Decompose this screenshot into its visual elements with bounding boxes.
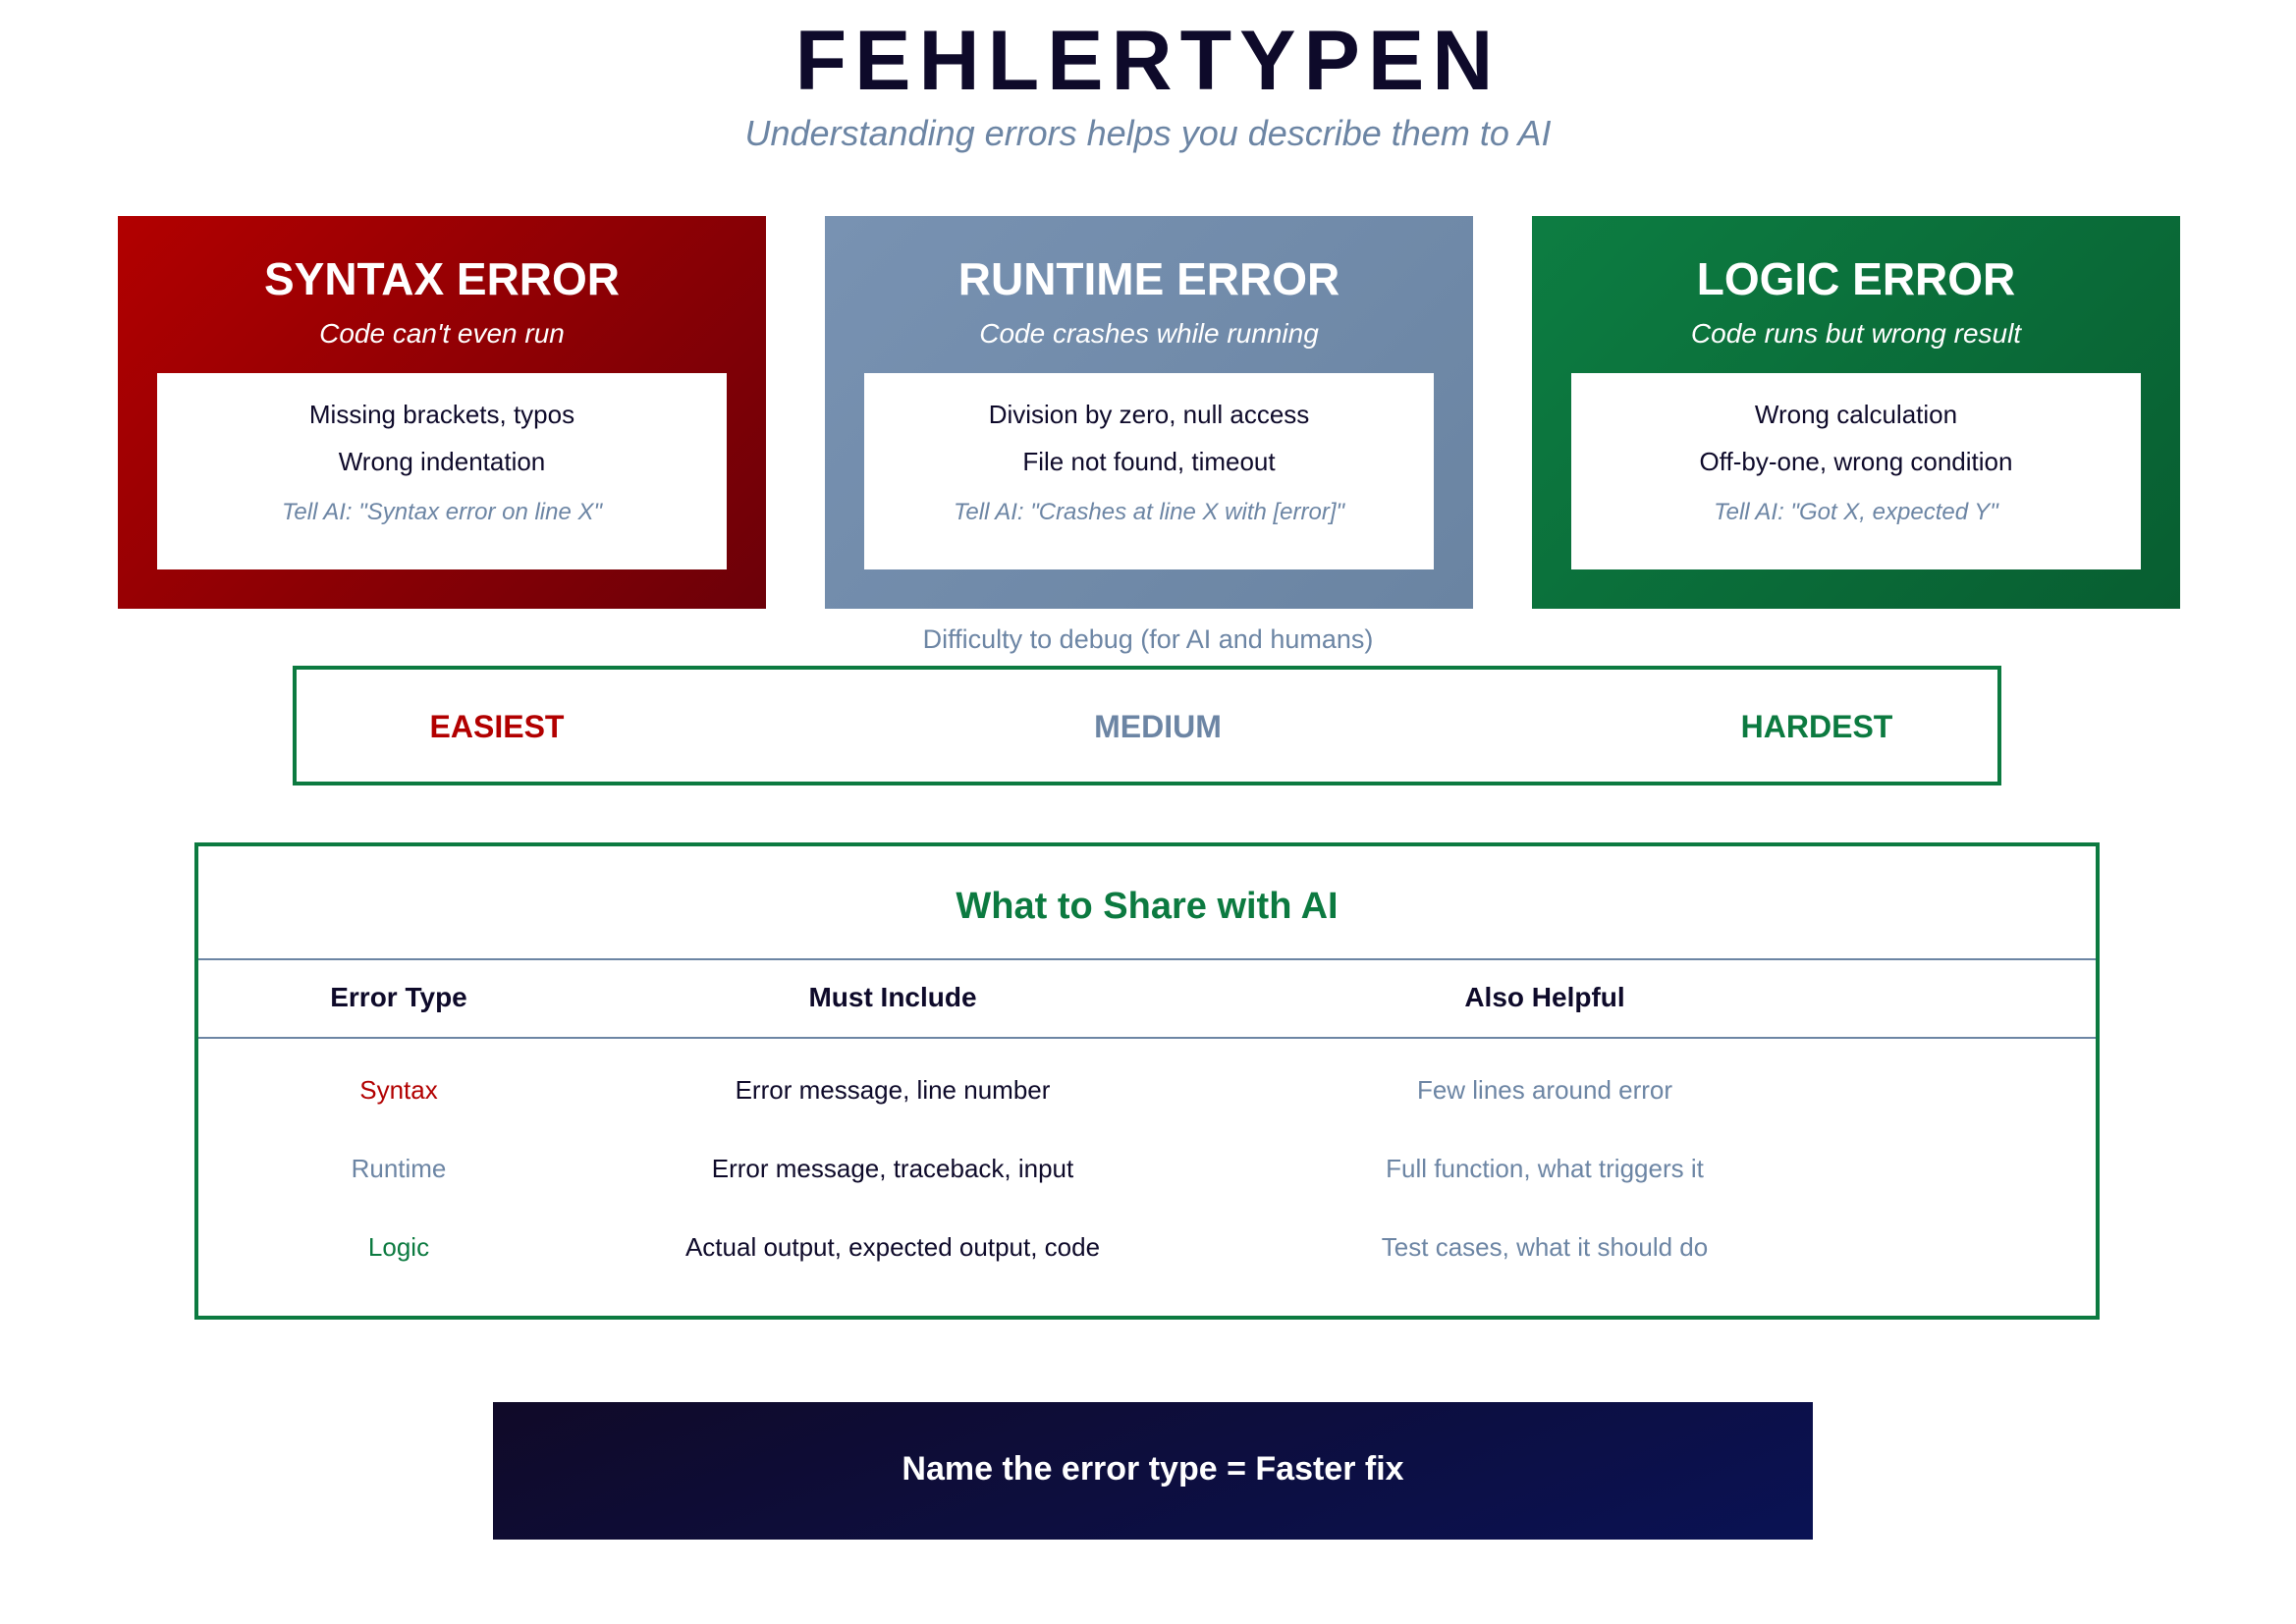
card-title: SYNTAX ERROR	[263, 253, 621, 304]
table-cell-must: Error message, traceback, input	[711, 1154, 1074, 1183]
table-cell-helpful: Few lines around error	[1416, 1075, 1673, 1105]
banner-text: Name the error type = Faster fix	[902, 1450, 1404, 1488]
difficulty-easiest: EASIEST	[429, 709, 565, 744]
table-cell-type: Logic	[367, 1232, 430, 1262]
card-title: LOGIC ERROR	[1696, 253, 2016, 304]
card-example: Wrong calculation	[1754, 400, 1958, 429]
card-example: Division by zero, null access	[988, 400, 1310, 429]
logic-error-card: LOGIC ERROR Code runs but wrong result W…	[1532, 216, 2180, 609]
table-cell-must: Error message, line number	[735, 1075, 1051, 1105]
column-header-error-type: Error Type	[330, 982, 467, 1012]
share-table: What to Share with AI Error Type Must In…	[194, 842, 2100, 1320]
table-cell-type: Runtime	[351, 1154, 447, 1183]
card-example: Off-by-one, wrong condition	[1699, 447, 2013, 476]
difficulty-scale: EASIEST MEDIUM HARDEST	[293, 666, 2001, 785]
card-examples-panel: Division by zero, null access File not f…	[864, 373, 1434, 569]
syntax-error-card: SYNTAX ERROR Code can't even run Missing…	[118, 216, 766, 609]
page-subtitle: Understanding errors helps you describe …	[744, 113, 1552, 153]
card-example: Wrong indentation	[338, 447, 546, 476]
difficulty-hardest: HARDEST	[1740, 709, 1893, 744]
card-subtitle: Code runs but wrong result	[1690, 318, 2022, 349]
card-subtitle: Code crashes while running	[979, 318, 1319, 349]
table-cell-must: Actual output, expected output, code	[684, 1232, 1101, 1262]
card-example: File not found, timeout	[1022, 447, 1276, 476]
card-hint: Tell AI: "Got X, expected Y"	[1714, 499, 1998, 525]
page-title: FEHLERTYPEN	[794, 14, 1502, 108]
card-example: Missing brackets, typos	[308, 400, 575, 429]
column-header-must-include: Must Include	[808, 982, 977, 1012]
card-subtitle: Code can't even run	[319, 318, 565, 349]
table-cell-helpful: Test cases, what it should do	[1381, 1232, 1709, 1262]
runtime-error-card: RUNTIME ERROR Code crashes while running…	[825, 216, 1473, 609]
takeaway-banner: Name the error type = Faster fix	[493, 1402, 1813, 1540]
card-title: RUNTIME ERROR	[957, 253, 1340, 304]
difficulty-caption: Difficulty to debug (for AI and humans)	[922, 624, 1374, 654]
column-header-also-helpful: Also Helpful	[1464, 982, 1625, 1012]
card-examples-panel: Wrong calculation Off-by-one, wrong cond…	[1571, 373, 2141, 569]
table-divider	[198, 958, 2096, 960]
share-table-title: What to Share with AI	[956, 886, 1339, 927]
card-examples-panel: Missing brackets, typos Wrong indentatio…	[157, 373, 727, 569]
card-hint: Tell AI: "Syntax error on line X"	[281, 499, 603, 525]
table-cell-type: Syntax	[359, 1075, 438, 1105]
table-divider	[198, 1037, 2096, 1039]
table-cell-helpful: Full function, what triggers it	[1386, 1154, 1704, 1183]
card-hint: Tell AI: "Crashes at line X with [error]…	[953, 499, 1345, 525]
difficulty-medium: MEDIUM	[1094, 709, 1222, 744]
